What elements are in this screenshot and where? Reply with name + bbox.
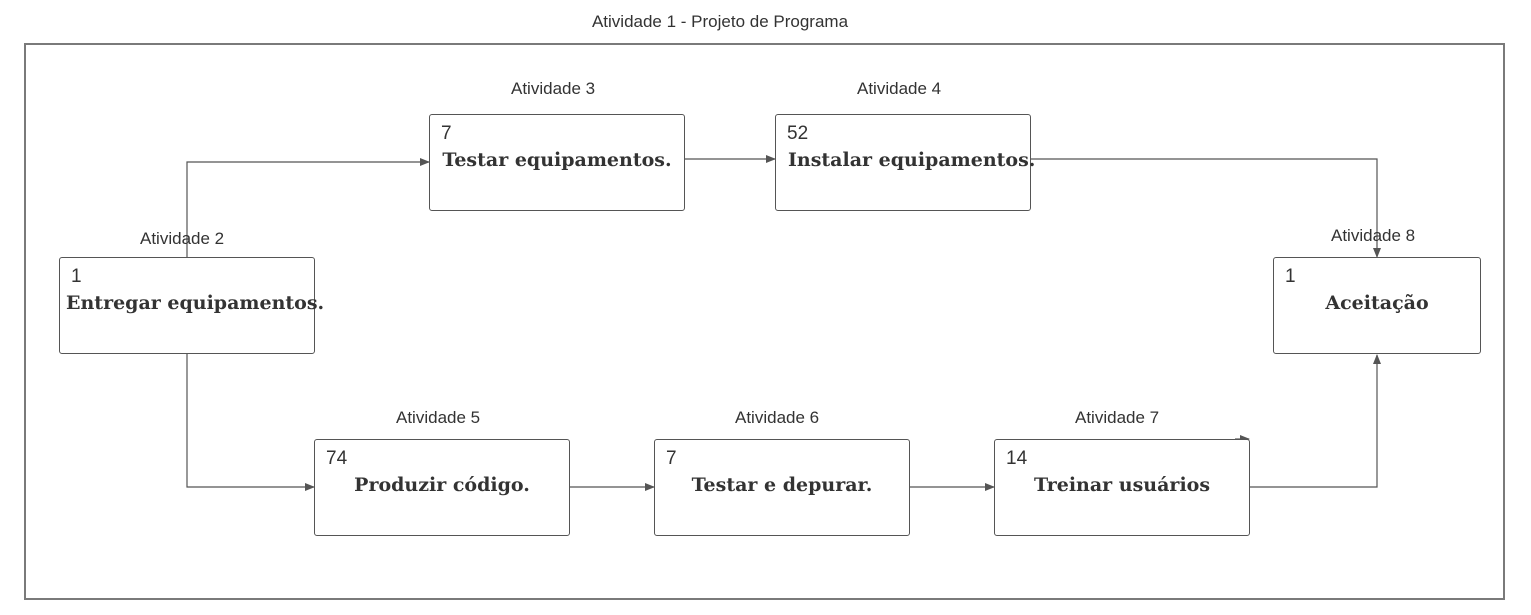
connector-a7-a8 — [1249, 354, 1381, 488]
activity-node-6[interactable]: 7 Testar e depurar. — [654, 439, 910, 536]
activity-label-4: Atividade 4 — [857, 79, 942, 98]
activity-node-8[interactable]: 1 Aceitação — [1273, 257, 1481, 354]
activity-duration: 52 — [787, 123, 809, 144]
activity-node-2[interactable]: 1 Entregar equipamentos. — [59, 257, 325, 354]
activity-node-7[interactable]: 14 Treinar usuários — [994, 439, 1250, 536]
activity-duration: 7 — [441, 123, 452, 144]
activity-duration: 74 — [326, 448, 348, 469]
diagram-frame — [24, 43, 1505, 600]
activity-duration: 1 — [1285, 266, 1296, 287]
activity-duration: 14 — [1006, 448, 1028, 469]
connector-a2-a3 — [186, 158, 430, 257]
activity-name: Testar equipamentos. — [442, 149, 672, 171]
diagram-title: Atividade 1 - Projeto de Programa — [591, 12, 849, 31]
connector-a2-a5 — [186, 354, 315, 491]
activity-name: Entregar equipamentos. — [66, 292, 325, 314]
activity-label-5: Atividade 5 — [396, 408, 481, 427]
activity-label-6: Atividade 6 — [735, 408, 820, 427]
activity-label-3: Atividade 3 — [511, 79, 596, 98]
connector-a4-a8 — [1030, 158, 1381, 258]
activity-label-8: Atividade 8 — [1331, 226, 1416, 245]
activity-label-2: Atividade 2 — [140, 229, 225, 248]
activity-name: Aceitação — [1325, 292, 1429, 314]
activity-name: Instalar equipamentos. — [788, 149, 1036, 171]
activity-node-3[interactable]: 7 Testar equipamentos. — [429, 114, 685, 211]
activity-duration: 1 — [71, 266, 82, 287]
activity-name: Treinar usuários — [1033, 474, 1211, 496]
activity-name: Produzir código. — [354, 474, 530, 496]
activity-node-4[interactable]: 52 Instalar equipamentos. — [775, 114, 1036, 211]
activity-duration: 7 — [666, 448, 677, 469]
activity-name: Testar e depurar. — [691, 474, 873, 496]
activity-label-7: Atividade 7 — [1075, 408, 1160, 427]
activity-node-5[interactable]: 74 Produzir código. — [314, 439, 570, 536]
